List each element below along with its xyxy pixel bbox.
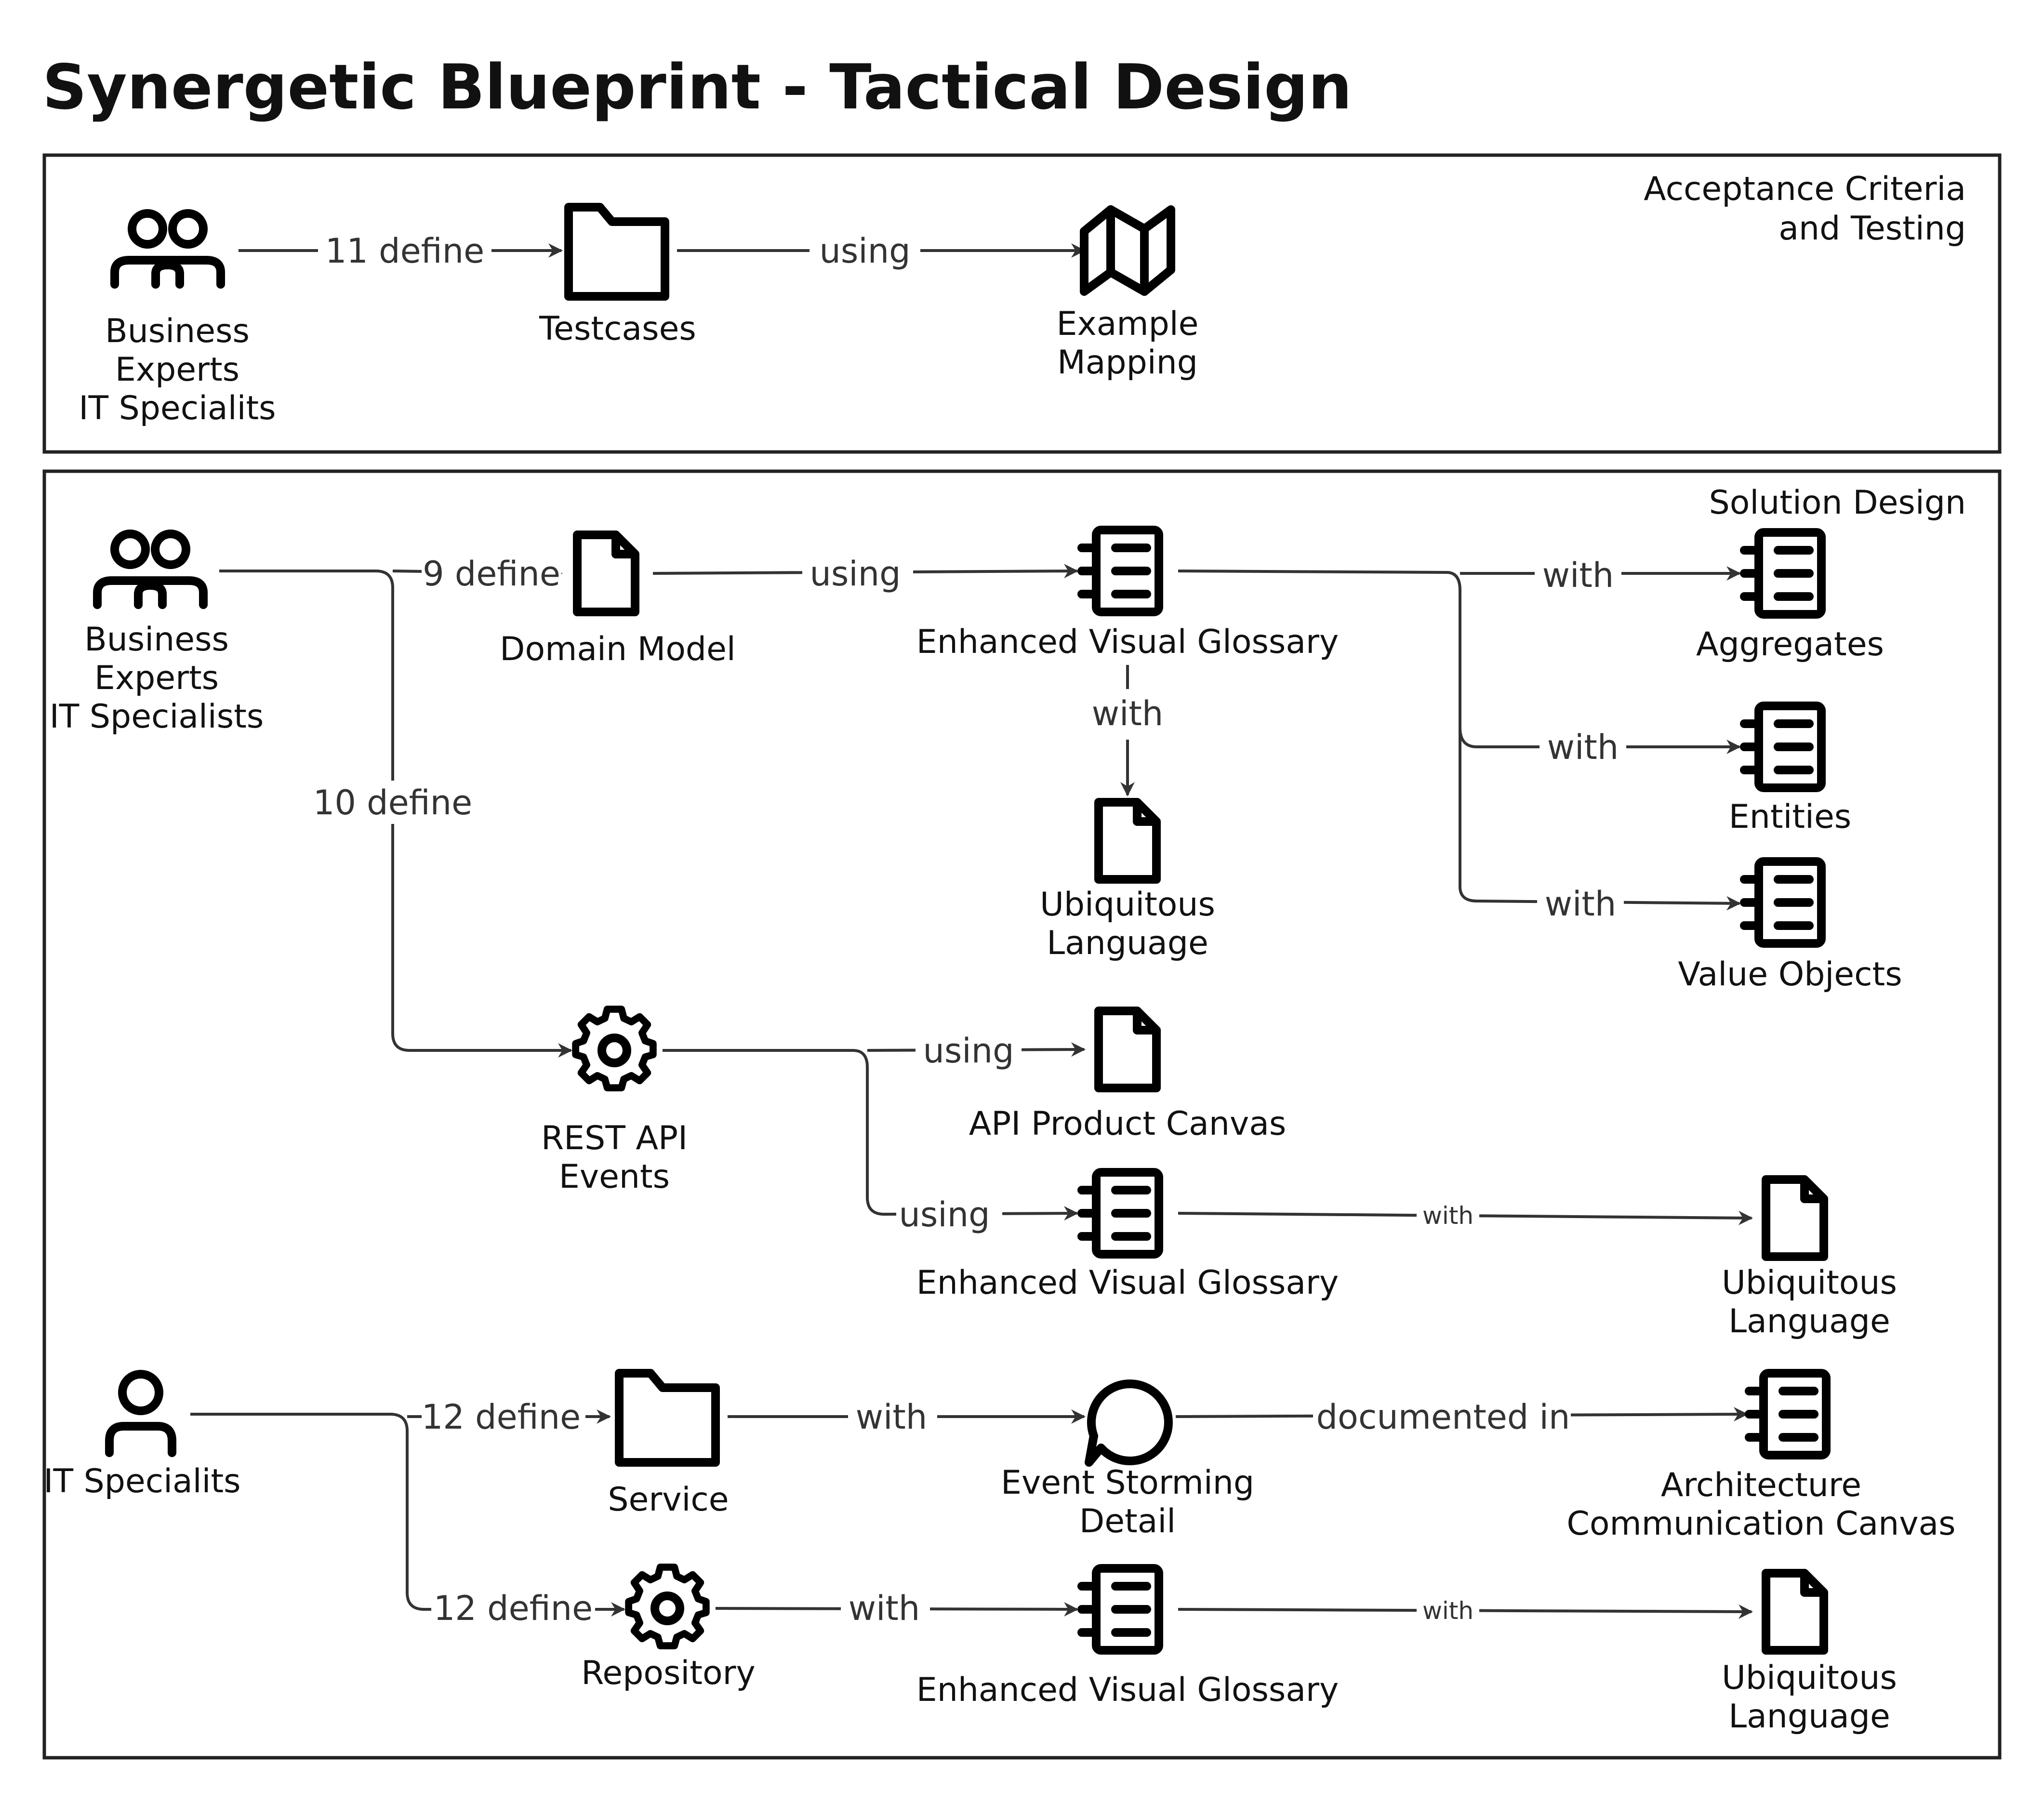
file-icon [1094, 1007, 1161, 1092]
evg1-label: Enhanced Visual Glossary [916, 623, 1339, 661]
edge-label: 11 define [325, 231, 484, 271]
notebook-icon [1077, 526, 1163, 616]
edge-label: with [1092, 694, 1164, 733]
person-icon [105, 1370, 176, 1457]
edge-label: with [1422, 1597, 1473, 1625]
people-icon [110, 209, 225, 289]
edge-evg1-value-objects [1178, 570, 1741, 911]
file-icon [1094, 798, 1161, 884]
edge-label: using [899, 1195, 990, 1234]
edge-label: using [819, 231, 910, 271]
speech-bubble-icon [1085, 1379, 1173, 1467]
edge-label: with [1422, 1202, 1473, 1230]
edge-evg1-entities [1459, 727, 1741, 754]
gear-icon [625, 1564, 710, 1650]
file-icon [1762, 1569, 1828, 1655]
folder-icon [564, 203, 669, 301]
notebook-icon [1740, 528, 1826, 619]
edge-labels: 11 define using 9 define 10 define using… [313, 226, 1626, 1631]
solution-section-label: Solution Design [1709, 484, 1966, 522]
solution-frame [42, 469, 2002, 1760]
edge-it-actor-repository [190, 1413, 625, 1617]
aggregates-label: Aggregates [1696, 625, 1884, 663]
edge-label: 10 define [313, 783, 472, 822]
edge-label: 9 define [423, 554, 560, 594]
domain-model-label: Domain Model [500, 630, 736, 668]
it-actor-label: IT Specialits [43, 1462, 240, 1500]
edge-label: documented in [1316, 1397, 1570, 1437]
notebook-icon [1077, 1564, 1163, 1655]
file-icon [573, 531, 639, 616]
edge-label: with [1547, 728, 1619, 767]
people-icon [93, 530, 208, 609]
folder-icon [615, 1369, 720, 1467]
edge-label: 12 define [434, 1589, 593, 1628]
entities-label: Entities [1729, 798, 1851, 836]
service-label: Service [608, 1481, 729, 1519]
edge-rest-api-evg2 [663, 1049, 1078, 1221]
acceptance-frame [42, 153, 2002, 454]
map-icon [1080, 205, 1175, 296]
file-icon [1762, 1175, 1828, 1261]
api-canvas-label: API Product Canvas [969, 1105, 1287, 1143]
value-objects-label: Value Objects [1678, 955, 1902, 994]
gear-icon [572, 1006, 657, 1092]
edge-label: with [849, 1589, 920, 1628]
notebook-icon [1740, 702, 1826, 792]
edge-label: using [923, 1031, 1014, 1071]
notebook-icon [1740, 857, 1826, 948]
edge-label: with [1542, 556, 1614, 595]
edge-label: with [856, 1397, 928, 1437]
notebook-icon [1745, 1369, 1831, 1459]
edge-label: with [1545, 884, 1617, 924]
edge-label: using [810, 554, 901, 594]
testcases-label: Testcases [539, 310, 696, 348]
edge-label: 12 define [422, 1397, 581, 1437]
evg3-label: Enhanced Visual Glossary [916, 1671, 1339, 1709]
notebook-icon [1077, 1168, 1163, 1259]
repository-label: Repository [581, 1654, 756, 1692]
diagram-title: Synergetic Blueprint - Tactical Design [42, 52, 1352, 123]
evg2-label: Enhanced Visual Glossary [916, 1264, 1339, 1302]
